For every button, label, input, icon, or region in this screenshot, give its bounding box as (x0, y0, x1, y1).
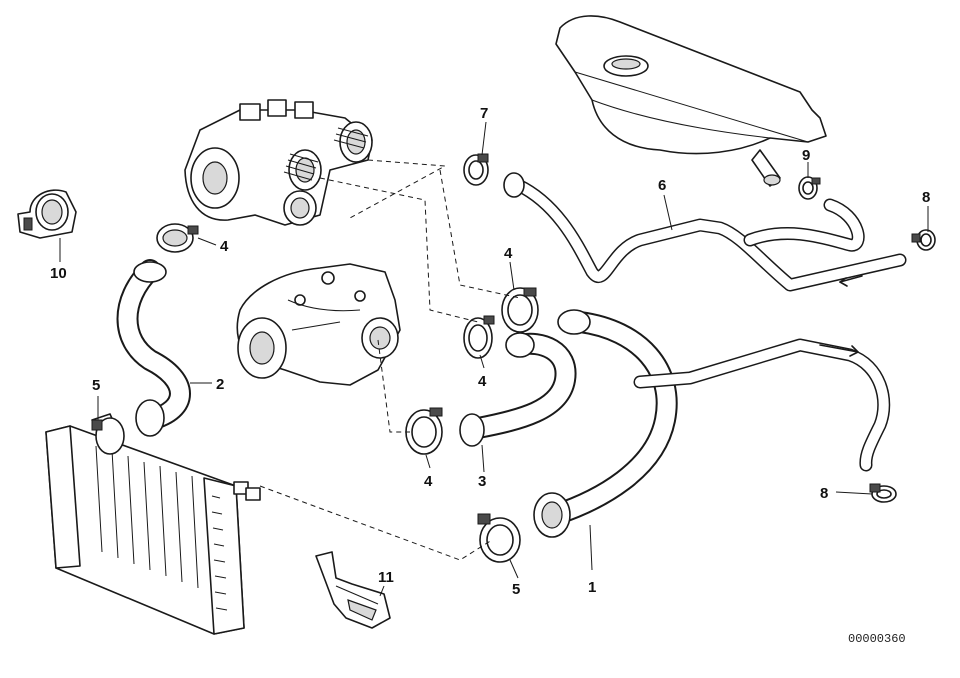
callout-6: 6 (658, 177, 666, 194)
leader-lines (59, 121, 929, 597)
clamp-8-upper (911, 229, 936, 251)
callout-11: 11 (378, 569, 394, 586)
callout-7: 7 (480, 105, 488, 122)
bracket-11 (315, 551, 391, 629)
callout-3: 3 (478, 473, 486, 490)
callout-4-a: 4 (220, 238, 229, 255)
expansion-tank (555, 15, 827, 187)
bracket-10 (17, 189, 77, 239)
radiator (45, 413, 261, 635)
clamp-5-lower (477, 513, 521, 563)
callout-1: 1 (588, 579, 596, 596)
callout-2: 2 (216, 376, 224, 393)
callout-8-a: 8 (922, 189, 930, 206)
callout-10: 10 (50, 265, 67, 282)
clamp-4-middle-left (463, 315, 495, 359)
diagram-code: 00000360 (848, 632, 906, 646)
hose-2 (116, 259, 191, 437)
clamp-5-radiator (91, 417, 125, 455)
clamp-8-lower (869, 483, 897, 503)
callout-4-d: 4 (424, 473, 433, 490)
thermostat-housing (184, 99, 373, 226)
callout-9: 9 (802, 147, 810, 164)
clamp-4-upper (156, 223, 199, 253)
callout-5-b: 5 (512, 581, 520, 598)
hose-6 (503, 172, 907, 292)
clamp-4-middle-right (501, 287, 539, 333)
clamp-4-lower (405, 407, 443, 455)
hose-3 (459, 332, 577, 447)
callout-5-a: 5 (92, 377, 100, 394)
callout-8-b: 8 (820, 485, 828, 502)
clamp-7 (463, 153, 489, 186)
hose-1 (533, 309, 891, 538)
guide-lines (259, 159, 521, 561)
callout-4-c: 4 (478, 373, 487, 390)
water-pump (236, 263, 401, 386)
callout-4-b: 4 (504, 245, 513, 262)
clamp-9 (798, 176, 821, 200)
